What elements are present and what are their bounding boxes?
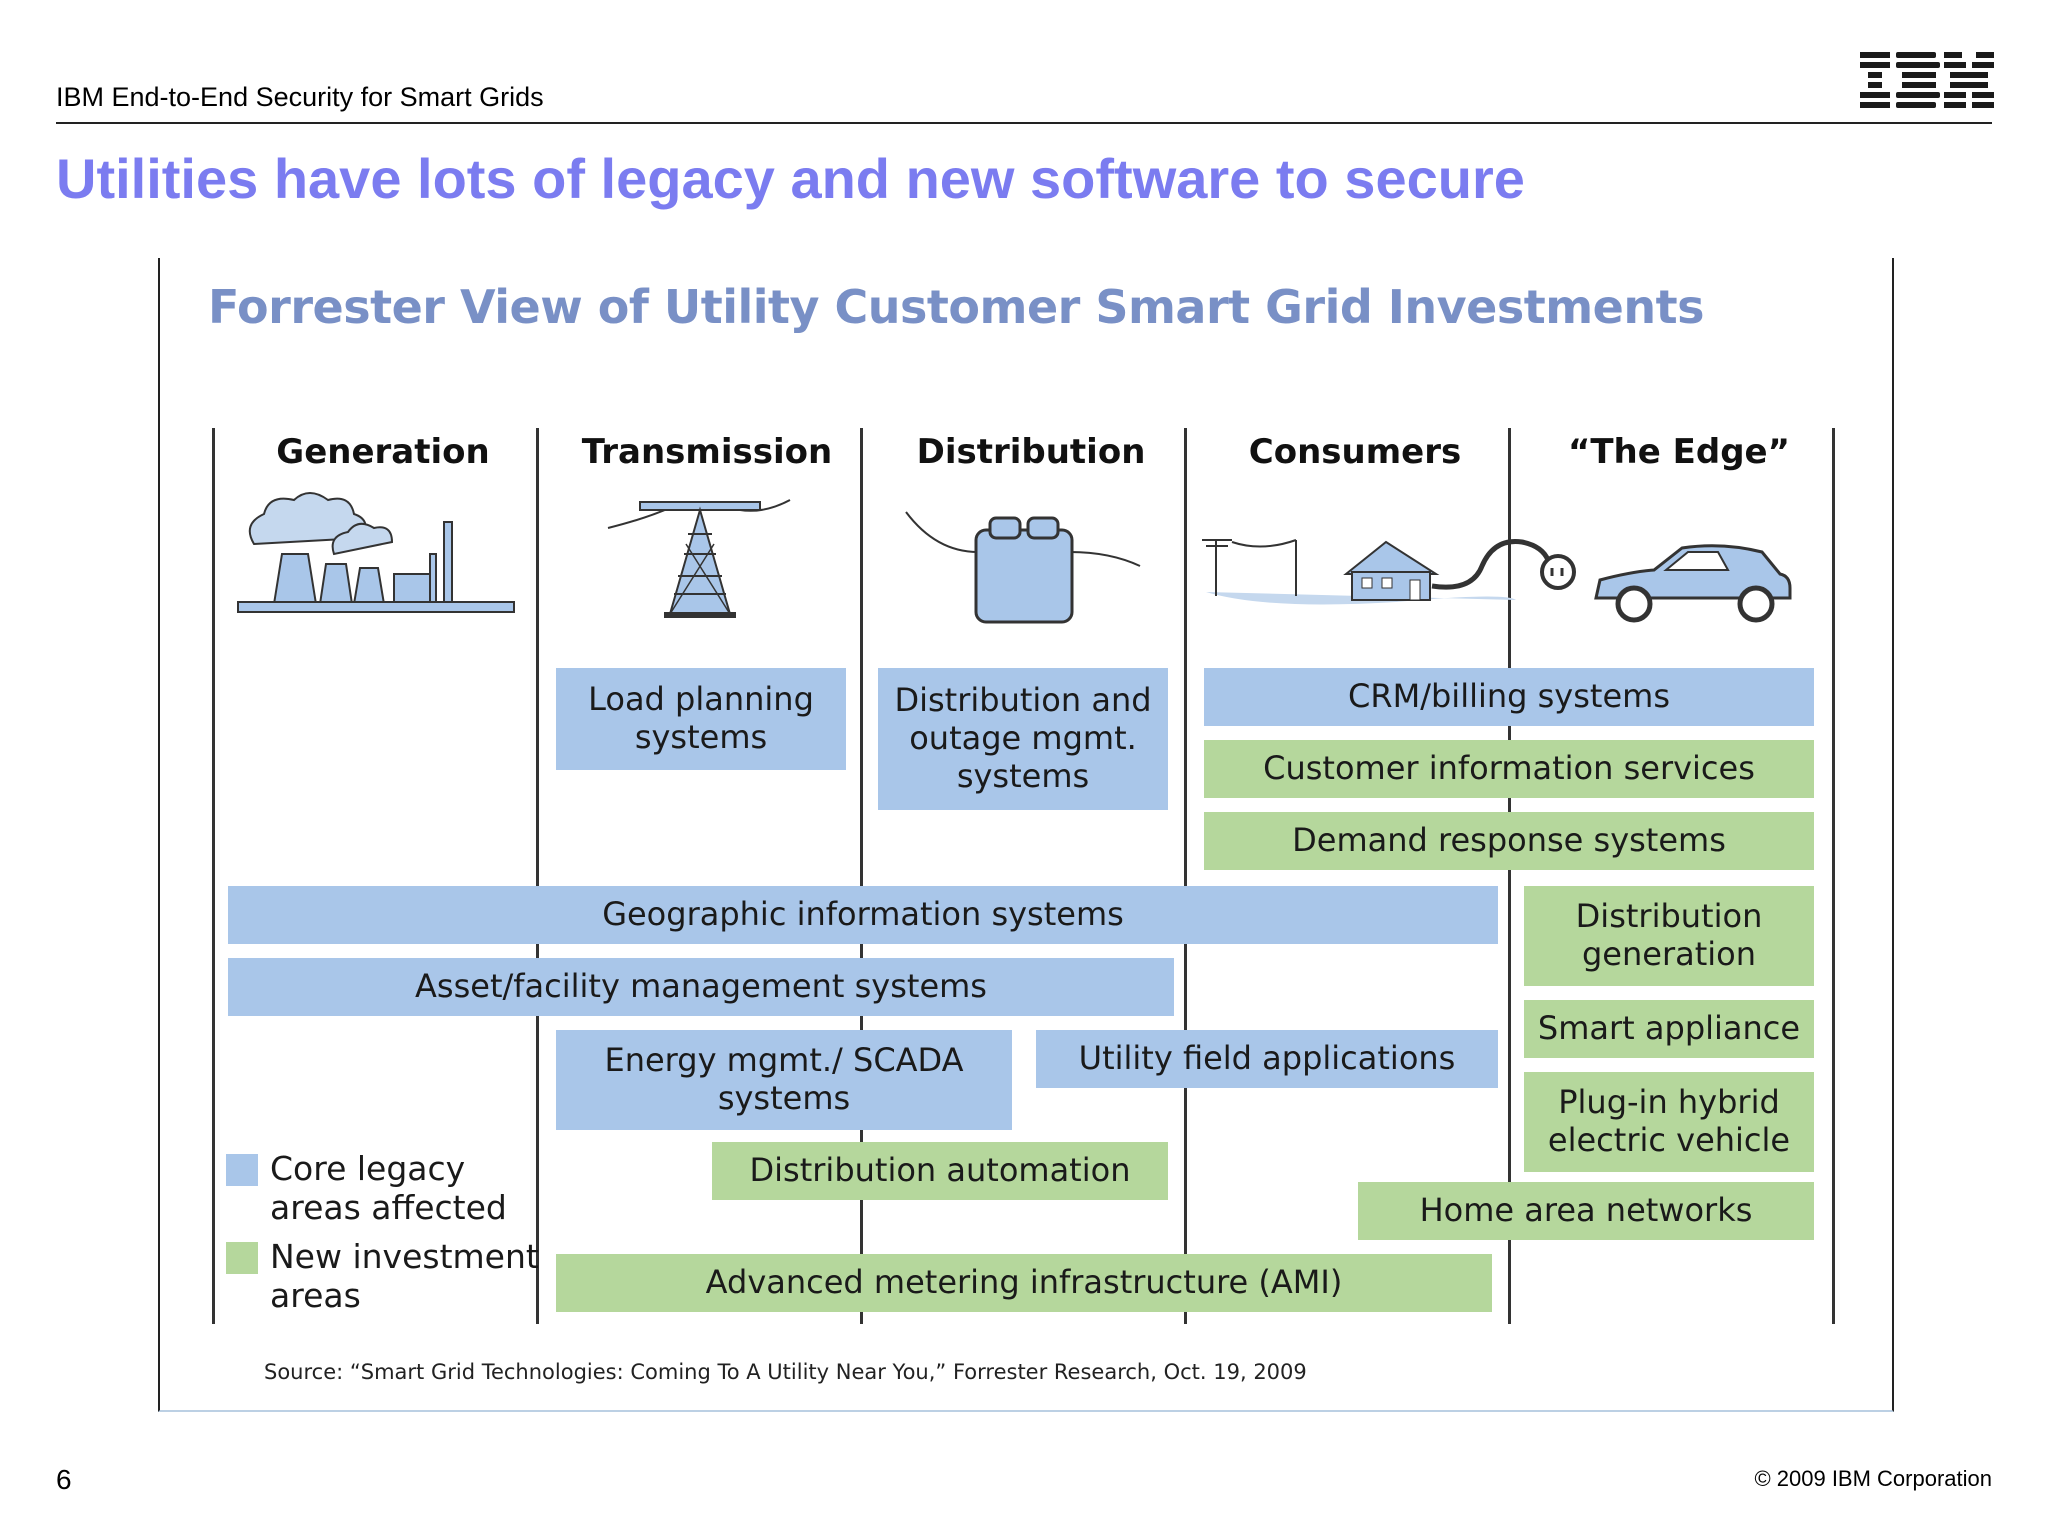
- car-plug-icon: [1540, 544, 1792, 623]
- box-energy-scada: Energy mgmt./ SCADA systems: [556, 1030, 1012, 1130]
- box-plugin-hybrid: Plug-in hybrid electric vehicle: [1524, 1072, 1814, 1172]
- ibm-logo: [1860, 52, 1994, 108]
- house-power-line-icon: [1202, 539, 1551, 605]
- copyright: © 2009 IBM Corporation: [1754, 1466, 1992, 1491]
- header-title: IBM End-to-End Security for Smart Grids: [56, 82, 544, 112]
- slide-title: Utilities have lots of legacy and new so…: [56, 147, 1525, 210]
- box-demand-response: Demand response systems: [1204, 812, 1814, 870]
- box-smart-appliance: Smart appliance: [1524, 1000, 1814, 1058]
- box-distribution-generation: Distribution generation: [1524, 886, 1814, 986]
- box-crm-billing: CRM/billing systems: [1204, 668, 1814, 726]
- box-home-area-networks: Home area networks: [1358, 1182, 1814, 1240]
- column-divider: [536, 428, 539, 1324]
- column-divider: [860, 428, 863, 1324]
- column-header-distribution: Distribution: [916, 432, 1146, 472]
- box-distribution-automation: Distribution automation: [712, 1142, 1168, 1200]
- legend-label-core: Core legacy areas affected: [270, 1149, 507, 1227]
- header-divider: [56, 122, 1992, 124]
- page-number: 6: [56, 1464, 72, 1495]
- legend-label-new: New investment areas: [270, 1237, 539, 1315]
- column-divider: [1508, 428, 1511, 1324]
- column-header-generation: Generation: [276, 432, 490, 472]
- transformer-icon: [905, 511, 1141, 624]
- figure-title: Forrester View of Utility Customer Smart…: [208, 280, 1704, 334]
- column-divider: [212, 428, 215, 1324]
- column-header-consumers: Consumers: [1248, 432, 1462, 472]
- column-header-the-edge: “The Edge”: [1568, 432, 1790, 472]
- transmission-tower-icon: [607, 499, 791, 618]
- figure-source: Source: “Smart Grid Technologies: Coming…: [264, 1360, 1307, 1384]
- box-load-planning: Load planning systems: [556, 668, 846, 770]
- box-distribution-outage: Distribution and outage mgmt. systems: [878, 668, 1168, 810]
- box-customer-info: Customer information services: [1204, 740, 1814, 798]
- column-header-transmission: Transmission: [581, 432, 833, 472]
- legend-swatch-core: [226, 1154, 258, 1186]
- box-gis: Geographic information systems: [228, 886, 1498, 944]
- box-ami: Advanced metering infrastructure (AMI): [556, 1254, 1492, 1312]
- box-utility-field-apps: Utility field applications: [1036, 1030, 1498, 1088]
- column-divider: [1832, 428, 1835, 1324]
- legend-swatch-new: [226, 1242, 258, 1274]
- power-plant-icon: [237, 492, 515, 613]
- box-asset-facility: Asset/facility management systems: [228, 958, 1174, 1016]
- column-divider: [1184, 428, 1187, 1324]
